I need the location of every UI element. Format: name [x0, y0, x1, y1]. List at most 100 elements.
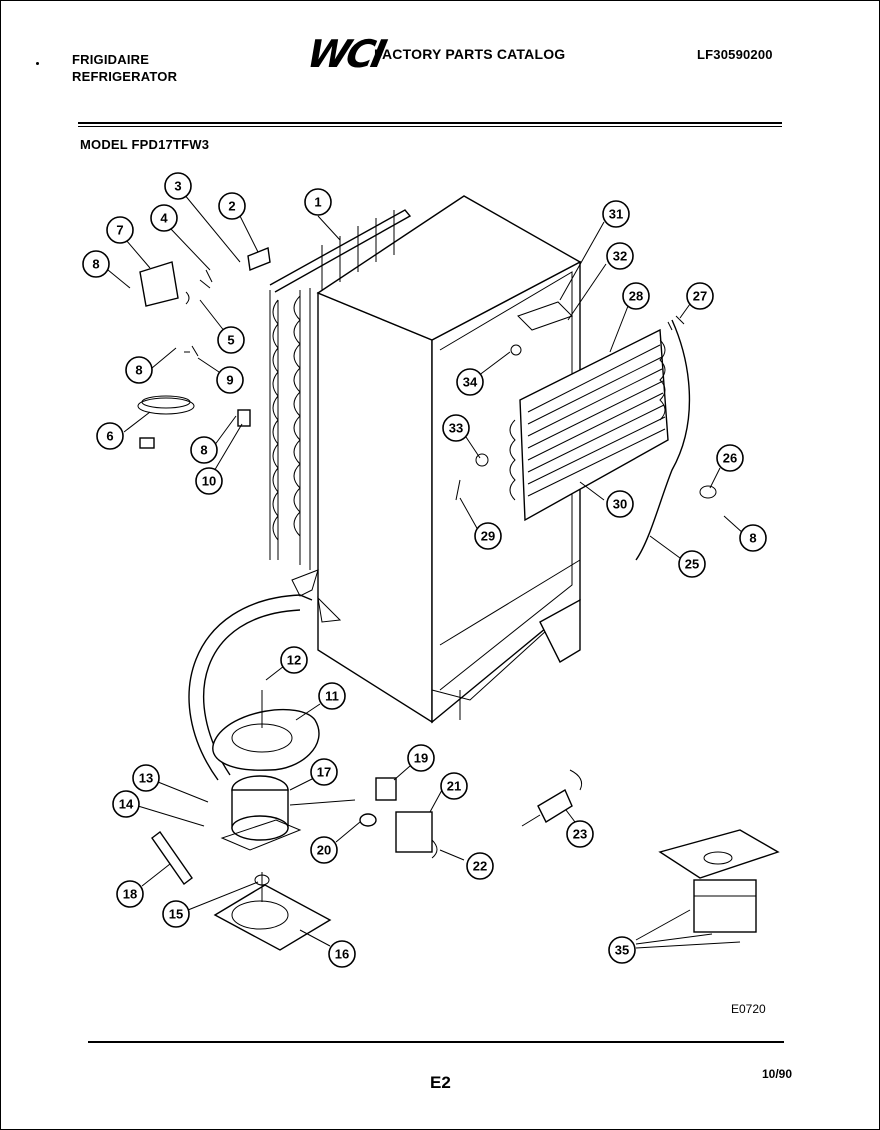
- fan-motor-assembly: [658, 829, 780, 933]
- svg-text:18: 18: [123, 887, 137, 902]
- callout-11: 11: [318, 682, 346, 710]
- svg-text:35: 35: [615, 943, 629, 958]
- callout-19: 19: [407, 744, 435, 772]
- evaporator-coil: [509, 328, 669, 522]
- svg-text:19: 19: [414, 751, 428, 766]
- condenser-coil: [269, 209, 412, 597]
- callout-2: 2: [218, 192, 246, 220]
- callout-9: 9: [216, 366, 244, 394]
- svg-text:33: 33: [449, 421, 463, 436]
- callout-17: 17: [310, 758, 338, 786]
- header-rule: [78, 122, 782, 124]
- callout-14: 14: [112, 790, 140, 818]
- callout-29: 29: [474, 522, 502, 550]
- svg-text:26: 26: [723, 451, 737, 466]
- svg-text:11: 11: [325, 689, 339, 704]
- svg-text:9: 9: [226, 373, 233, 388]
- svg-text:22: 22: [473, 859, 487, 874]
- svg-text:23: 23: [573, 827, 587, 842]
- small-hardware: [137, 247, 717, 501]
- svg-text:28: 28: [629, 289, 643, 304]
- svg-text:8: 8: [92, 257, 99, 272]
- callout-12: 12: [280, 646, 308, 674]
- callout-31: 31: [602, 200, 630, 228]
- callout-4: 4: [150, 204, 178, 232]
- callout-32: 32: [606, 242, 634, 270]
- revision-date: 10/90: [762, 1067, 793, 1081]
- svg-text:21: 21: [447, 779, 461, 794]
- compressor-mount: [213, 872, 332, 951]
- svg-text:8: 8: [749, 531, 756, 546]
- svg-text:31: 31: [609, 207, 623, 222]
- capacitor-clip: [431, 839, 438, 859]
- callout-34: 34: [456, 368, 484, 396]
- svg-text:8: 8: [135, 363, 142, 378]
- compressor: [220, 775, 356, 851]
- thermostat: [521, 769, 583, 827]
- svg-text:32: 32: [613, 249, 627, 264]
- callout-1: 1: [304, 188, 332, 216]
- drain-pan: [212, 690, 320, 771]
- power-cord: [635, 319, 691, 561]
- callout-8-a: 8: [82, 250, 110, 278]
- callout-21: 21: [440, 772, 468, 800]
- mounting-bracket: [151, 831, 193, 885]
- callout-27: 27: [686, 282, 714, 310]
- svg-text:16: 16: [335, 947, 349, 962]
- callout-33: 33: [442, 414, 470, 442]
- svg-text:2: 2: [228, 199, 235, 214]
- capacitor: [395, 811, 433, 853]
- catalog-number: LF30590200: [697, 47, 773, 62]
- svg-text:17: 17: [317, 765, 331, 780]
- svg-text:27: 27: [693, 289, 707, 304]
- callout-25: 25: [678, 550, 706, 578]
- svg-text:6: 6: [106, 429, 113, 444]
- svg-text:1: 1: [314, 195, 321, 210]
- svg-text:5: 5: [227, 333, 234, 348]
- svg-text:29: 29: [481, 529, 495, 544]
- callout-15: 15: [162, 900, 190, 928]
- model-number: MODEL FPD17TFW3: [80, 137, 210, 152]
- svg-text:8: 8: [200, 443, 207, 458]
- figure-id: E0720: [731, 1002, 766, 1016]
- callout-7: 7: [106, 216, 134, 244]
- callout-26: 26: [716, 444, 744, 472]
- callout-3: 3: [164, 172, 192, 200]
- callout-8-c: 8: [190, 436, 218, 464]
- scan-speck: [36, 62, 39, 65]
- svg-text:3: 3: [174, 179, 181, 194]
- svg-text:20: 20: [317, 843, 331, 858]
- callout-8-b: 8: [125, 356, 153, 384]
- svg-text:30: 30: [613, 497, 627, 512]
- brand-name: FRIGIDAIRE: [72, 52, 150, 67]
- header-rule-thin: [78, 126, 782, 127]
- product-type: REFRIGERATOR: [72, 69, 178, 84]
- svg-text:12: 12: [287, 653, 301, 668]
- overload-protector: [359, 813, 377, 827]
- svg-text:15: 15: [169, 907, 183, 922]
- svg-text:14: 14: [119, 797, 134, 812]
- callout-5: 5: [217, 326, 245, 354]
- callout-28: 28: [622, 282, 650, 310]
- catalog-title: FACTORY PARTS CATALOG: [374, 46, 566, 62]
- callout-20: 20: [310, 836, 338, 864]
- callout-23: 23: [566, 820, 594, 848]
- drain-tube: [667, 315, 685, 331]
- page-number: E2: [430, 1073, 451, 1092]
- callout-10: 10: [195, 467, 223, 495]
- callout-30: 30: [606, 490, 634, 518]
- footer-rule: [88, 1041, 784, 1043]
- callout-16: 16: [328, 940, 356, 968]
- svg-text:25: 25: [685, 557, 699, 572]
- callout-13: 13: [132, 764, 160, 792]
- svg-text:34: 34: [463, 375, 478, 390]
- svg-text:7: 7: [116, 223, 123, 238]
- svg-text:10: 10: [202, 474, 216, 489]
- callout-22: 22: [466, 852, 494, 880]
- relay: [375, 777, 397, 801]
- svg-text:13: 13: [139, 771, 153, 786]
- svg-text:4: 4: [160, 211, 168, 226]
- callout-6: 6: [96, 422, 124, 450]
- callout-8-d: 8: [739, 524, 767, 552]
